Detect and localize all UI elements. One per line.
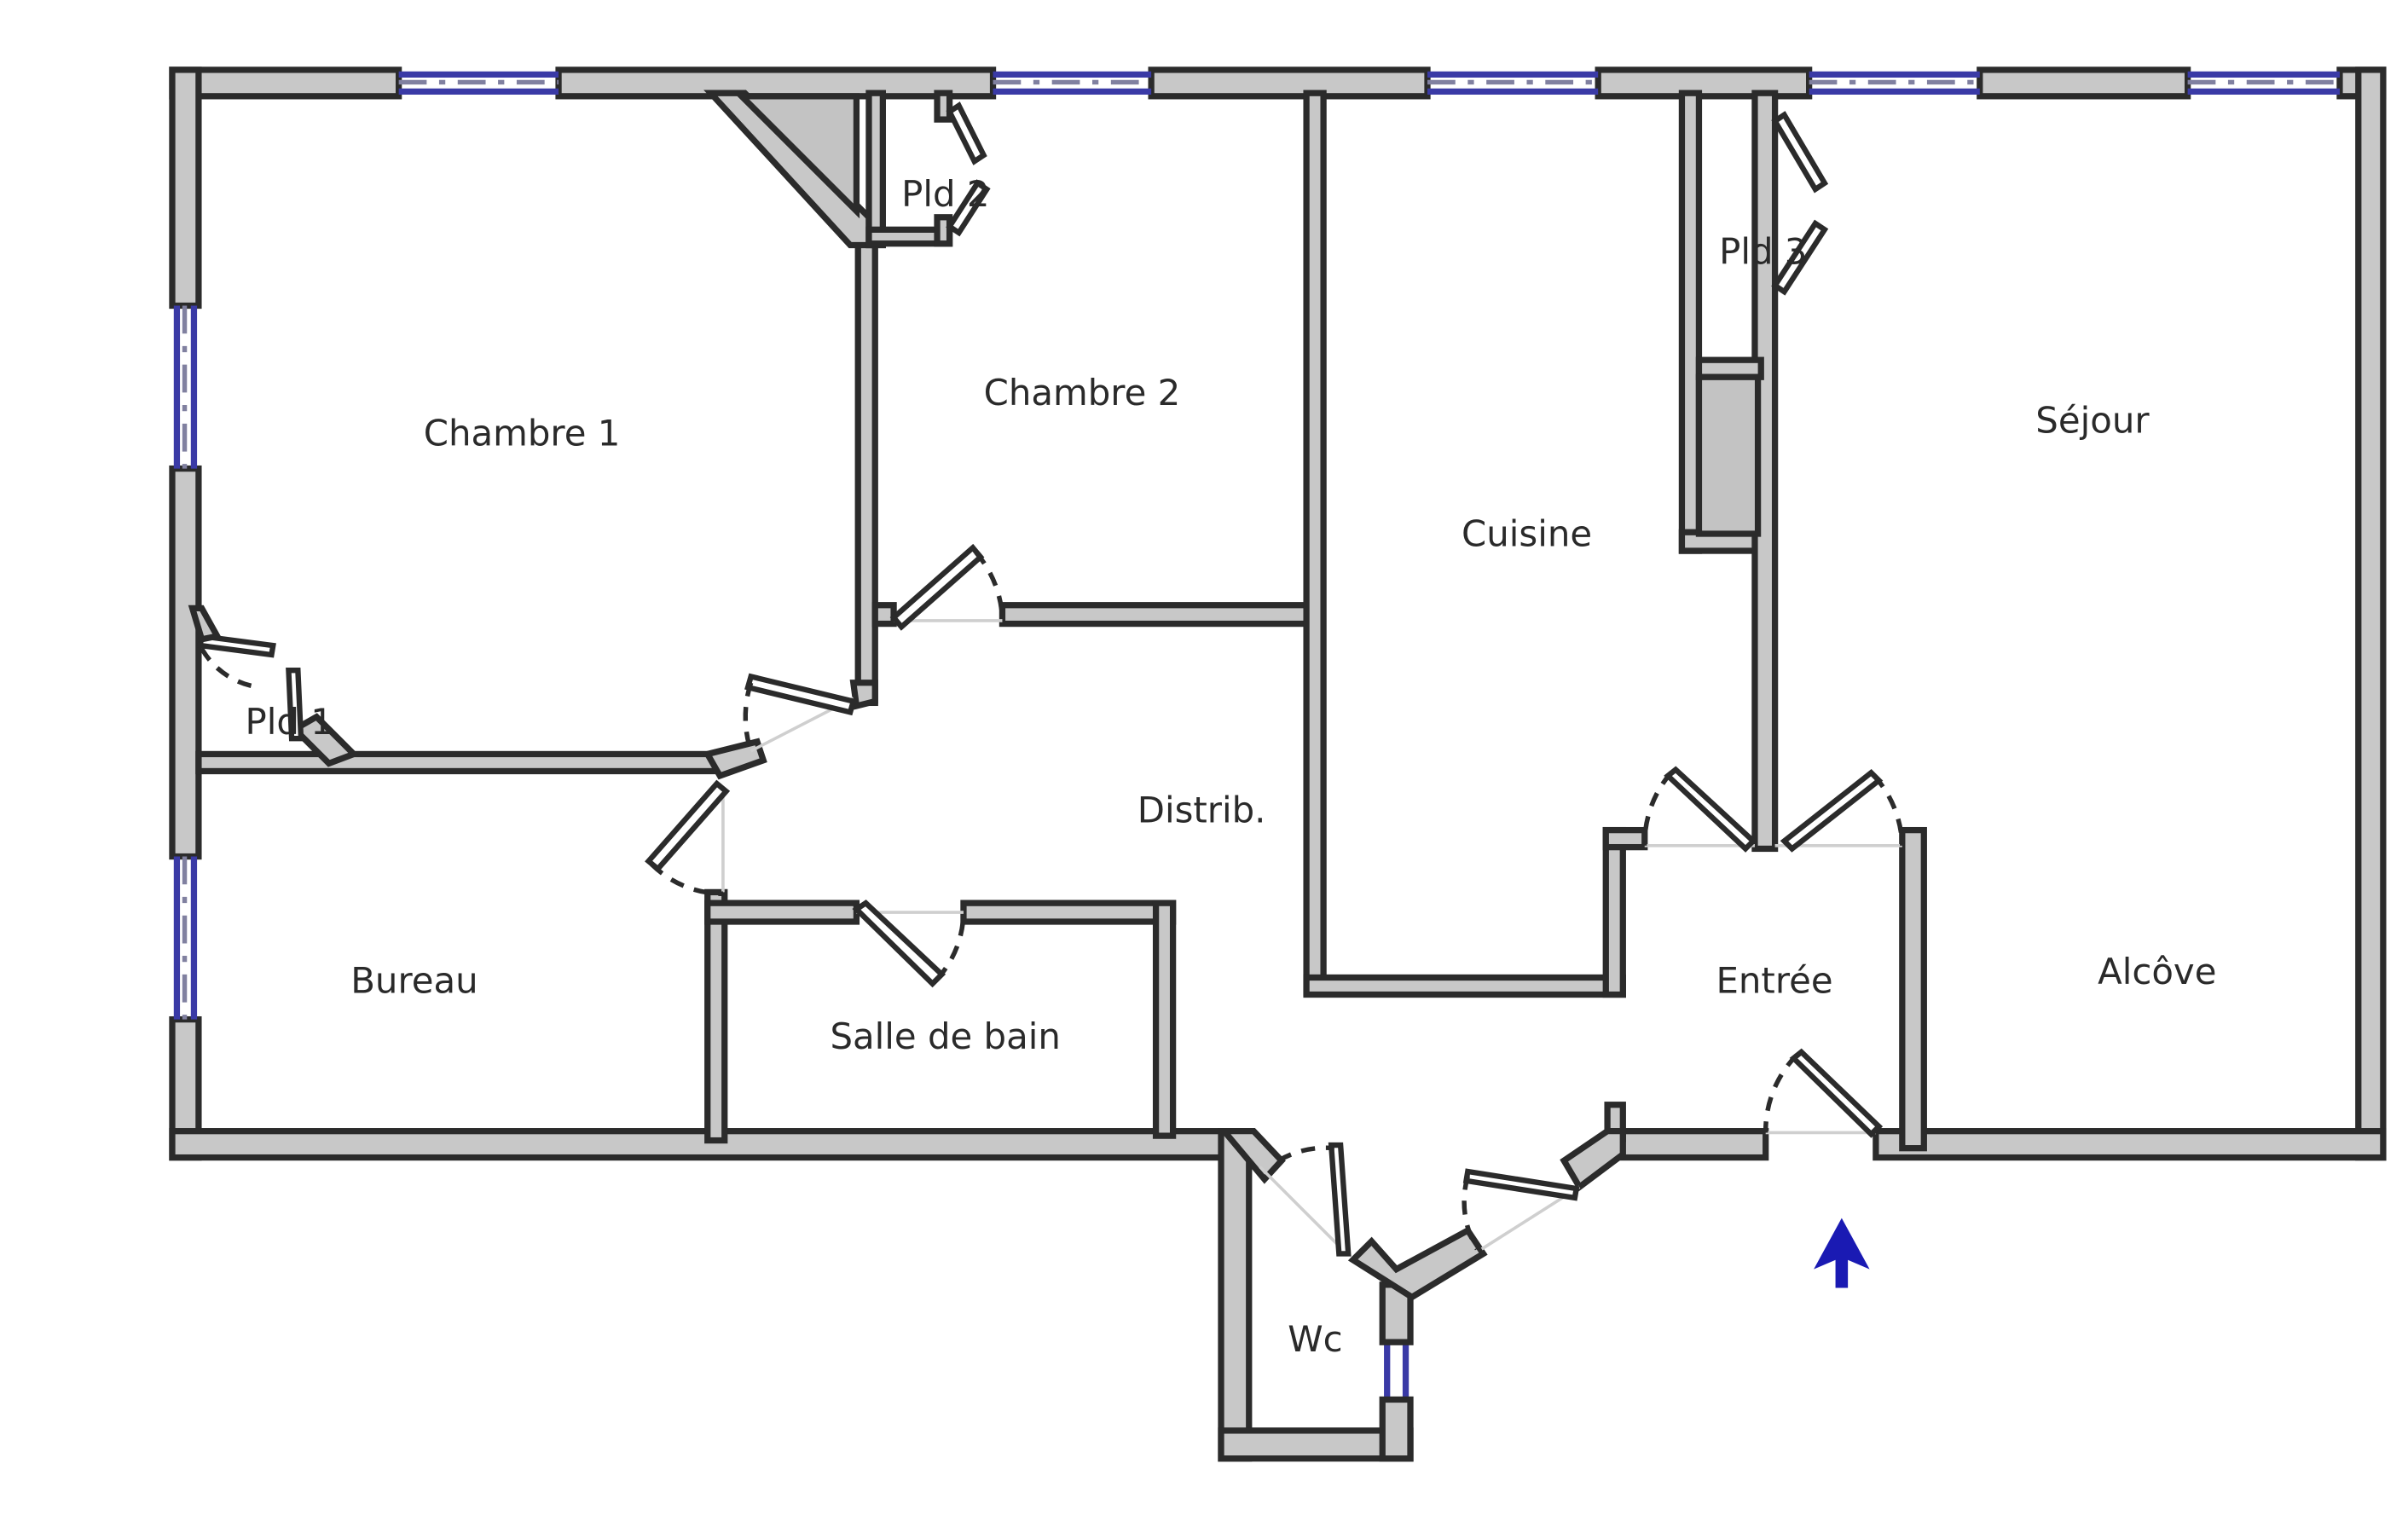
windows	[173, 71, 2340, 1400]
room-label-cuisine: Cuisine	[1462, 513, 1592, 555]
interior-walls	[195, 90, 1927, 1152]
room-label-pld1: Pld 1	[245, 701, 333, 743]
entry-arrow-icon	[1814, 1218, 1870, 1288]
room-label-chambre2: Chambre 2	[984, 372, 1181, 414]
doors	[188, 101, 1905, 1257]
room-label-wc: Wc	[1288, 1318, 1342, 1360]
wc-walls	[1217, 1128, 1626, 1462]
room-label-distrib: Distrib.	[1137, 790, 1266, 831]
room-label-bureau: Bureau	[350, 960, 478, 1002]
room-label-pld2: Pld 2	[901, 173, 989, 215]
room-label-alcove: Alcôve	[2098, 951, 2216, 992]
room-label-sejour: Séjour	[2035, 400, 2150, 442]
room-label-chambre1: Chambre 1	[424, 412, 621, 454]
room-label-entree: Entrée	[1716, 960, 1832, 1002]
room-label-salle-de-bain: Salle de bain	[830, 1015, 1060, 1057]
room-label-pld3: Pld 3	[1719, 230, 1807, 272]
